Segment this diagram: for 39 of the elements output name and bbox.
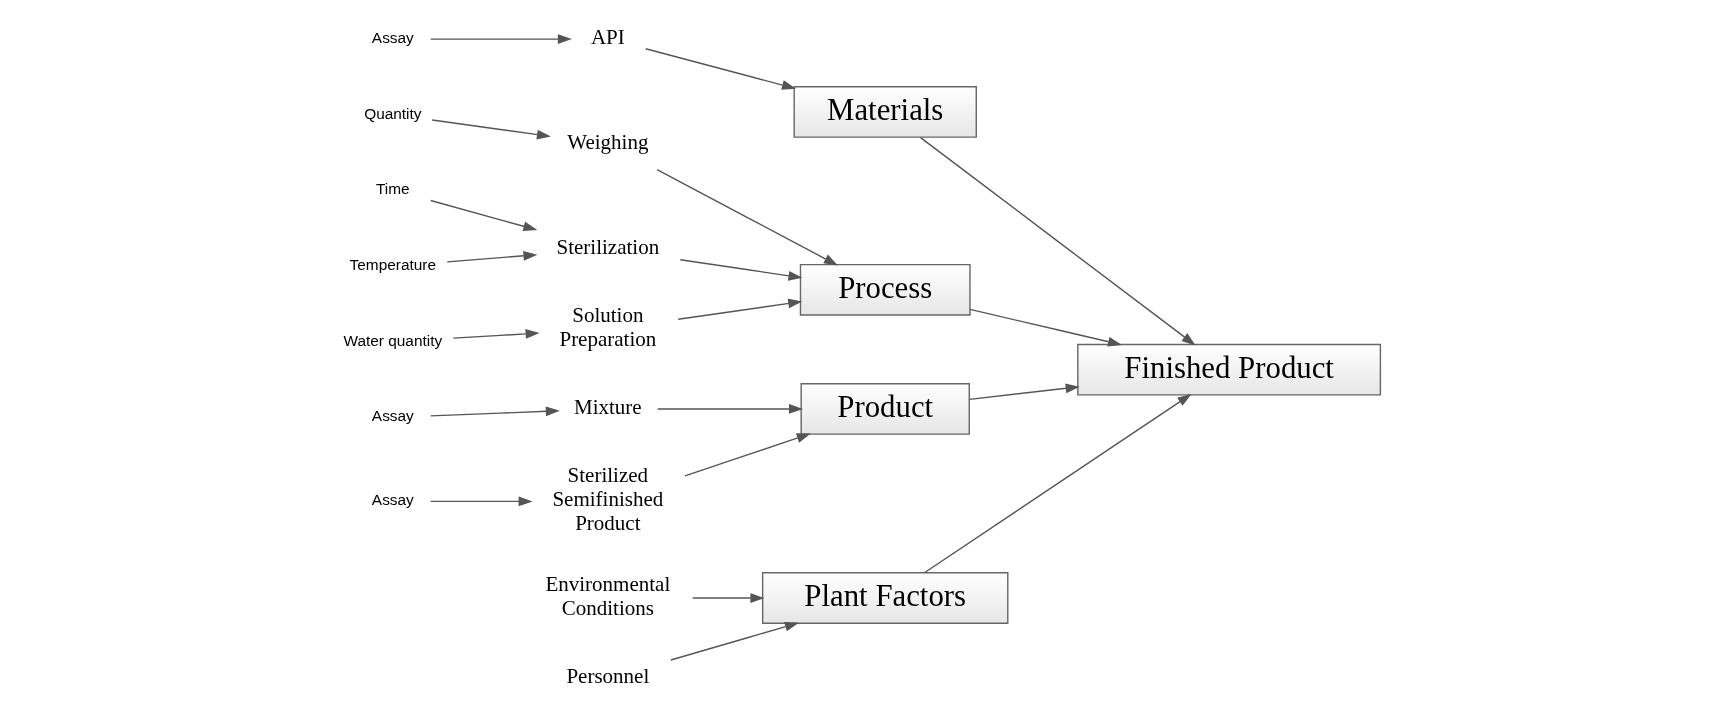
node-text: Solution Preparation (559, 303, 657, 351)
arrow (430, 199, 538, 232)
node-box: Finished Product (1077, 343, 1382, 396)
arrow (692, 593, 765, 603)
arrow (919, 136, 1196, 346)
node-text: Environmental Conditions (545, 572, 671, 620)
arrow (923, 393, 1192, 574)
node-text: Personnel (566, 663, 650, 688)
arrow (670, 621, 799, 661)
node-box: Plant Factors (761, 572, 1009, 624)
arrow (431, 119, 551, 140)
node-text: Sterilization (556, 235, 660, 260)
arrow (968, 383, 1080, 401)
node-text: Assay (371, 29, 414, 47)
arrow (657, 404, 803, 414)
node-text: Temperature (349, 255, 437, 273)
arrow (645, 48, 796, 90)
node-text: Weighing (567, 130, 649, 155)
arrow (969, 308, 1123, 347)
node-text: Water quantity (343, 331, 443, 349)
arrow (430, 406, 560, 417)
node-box: Process (799, 263, 971, 316)
arrow (446, 250, 538, 263)
arrow (452, 328, 540, 339)
node-text: Mixture (574, 394, 642, 419)
arrow (430, 34, 572, 45)
arrow (430, 496, 533, 507)
arrow (656, 168, 838, 266)
node-box: Product (800, 383, 970, 435)
node-text: Assay (371, 491, 414, 509)
node-text: Assay (371, 407, 414, 425)
arrow (679, 259, 803, 281)
node-text: Time (376, 180, 410, 198)
node-text: Quantity (364, 104, 422, 122)
node-text: API (590, 25, 625, 50)
node-box: Materials (793, 86, 977, 138)
node-text: Sterilized Semifinished Product (552, 463, 664, 536)
arrow (684, 433, 811, 477)
arrow (677, 298, 803, 320)
